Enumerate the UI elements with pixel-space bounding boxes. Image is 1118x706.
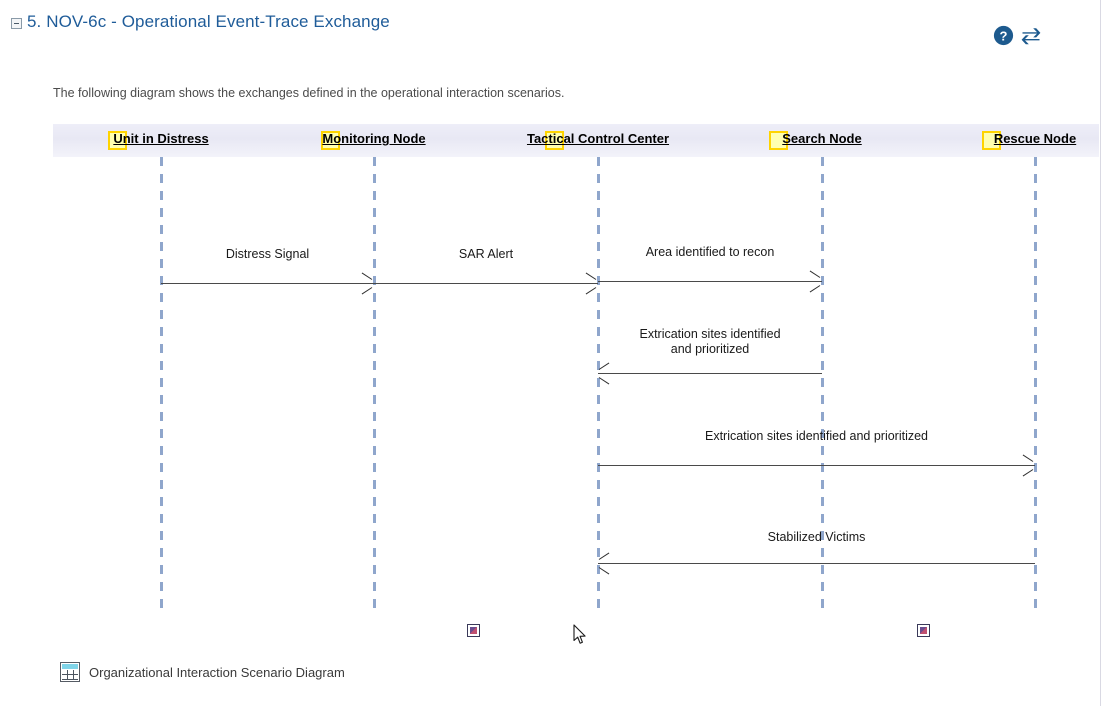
lifeline-monitoring-node xyxy=(373,157,376,614)
actor-label-search-node[interactable]: Search Node xyxy=(782,131,862,146)
message-arrowhead-right xyxy=(583,276,598,291)
message-arrowhead-left xyxy=(598,556,613,571)
message-line xyxy=(161,283,374,284)
message-line xyxy=(598,563,1035,564)
actor-box-rescue-node[interactable] xyxy=(982,131,1001,150)
actor-label-tactical-control-center[interactable]: Tactical Control Center xyxy=(526,131,670,146)
actor-box-tactical-control-center[interactable] xyxy=(545,131,564,150)
page-right-border xyxy=(1100,0,1101,706)
sequence-diagram: Unit in Distress Monitoring Node Tactical … xyxy=(53,124,1099,647)
actor-label-monitoring-node[interactable]: Monitoring Node xyxy=(322,131,426,146)
message-line xyxy=(598,465,1035,466)
diagram-table-icon xyxy=(60,662,80,682)
intro-paragraph: The following diagram shows the exchange… xyxy=(53,86,565,100)
message-line xyxy=(598,373,822,374)
actor-label-unit-in-distress[interactable]: Unit in Distress xyxy=(113,131,209,146)
message-line xyxy=(374,283,598,284)
sync-exchange-icon[interactable] xyxy=(1020,25,1042,46)
diagram-caption-label: Organizational Interaction Scenario Diag… xyxy=(89,664,345,680)
message-label: Distress Signal xyxy=(225,247,310,261)
actor-box-search-node[interactable] xyxy=(769,131,788,150)
lifeline-rescue-node xyxy=(1034,157,1037,614)
diagram-marker-left[interactable] xyxy=(467,624,480,637)
lifeline-tactical-control-center xyxy=(597,157,600,614)
message-arrowhead-right xyxy=(359,276,374,291)
actor-box-monitoring-node[interactable] xyxy=(321,131,340,150)
lifeline-header-band xyxy=(53,124,1099,157)
message-arrowhead-right xyxy=(807,274,822,289)
message-label: Area identified to recon xyxy=(645,245,775,259)
message-label: Stabilized Victims xyxy=(767,530,866,544)
svg-text:?: ? xyxy=(1000,28,1008,43)
message-label: Extrication sites identified and priorit… xyxy=(639,327,781,356)
message-arrowhead-left xyxy=(598,366,613,381)
message-line xyxy=(598,281,822,282)
lifeline-search-node xyxy=(821,157,824,614)
collapse-minus-icon[interactable] xyxy=(11,18,22,29)
section-header: 5. NOV-6c - Operational Event-Trace Exch… xyxy=(0,12,1100,46)
message-arrowhead-right xyxy=(1020,458,1035,473)
message-label: Extrication sites identified and priorit… xyxy=(704,429,929,443)
actor-box-unit-in-distress[interactable] xyxy=(108,131,127,150)
header-icon-group: ? xyxy=(993,25,1042,46)
actor-label-rescue-node[interactable]: Rescue Node xyxy=(993,131,1077,146)
help-icon[interactable]: ? xyxy=(993,25,1014,46)
lifeline-unit-in-distress xyxy=(160,157,163,614)
message-label: SAR Alert xyxy=(458,247,514,261)
diagram-caption[interactable]: Organizational Interaction Scenario Diag… xyxy=(60,662,345,682)
diagram-marker-right[interactable] xyxy=(917,624,930,637)
page-title: 5. NOV-6c - Operational Event-Trace Exch… xyxy=(27,12,390,31)
